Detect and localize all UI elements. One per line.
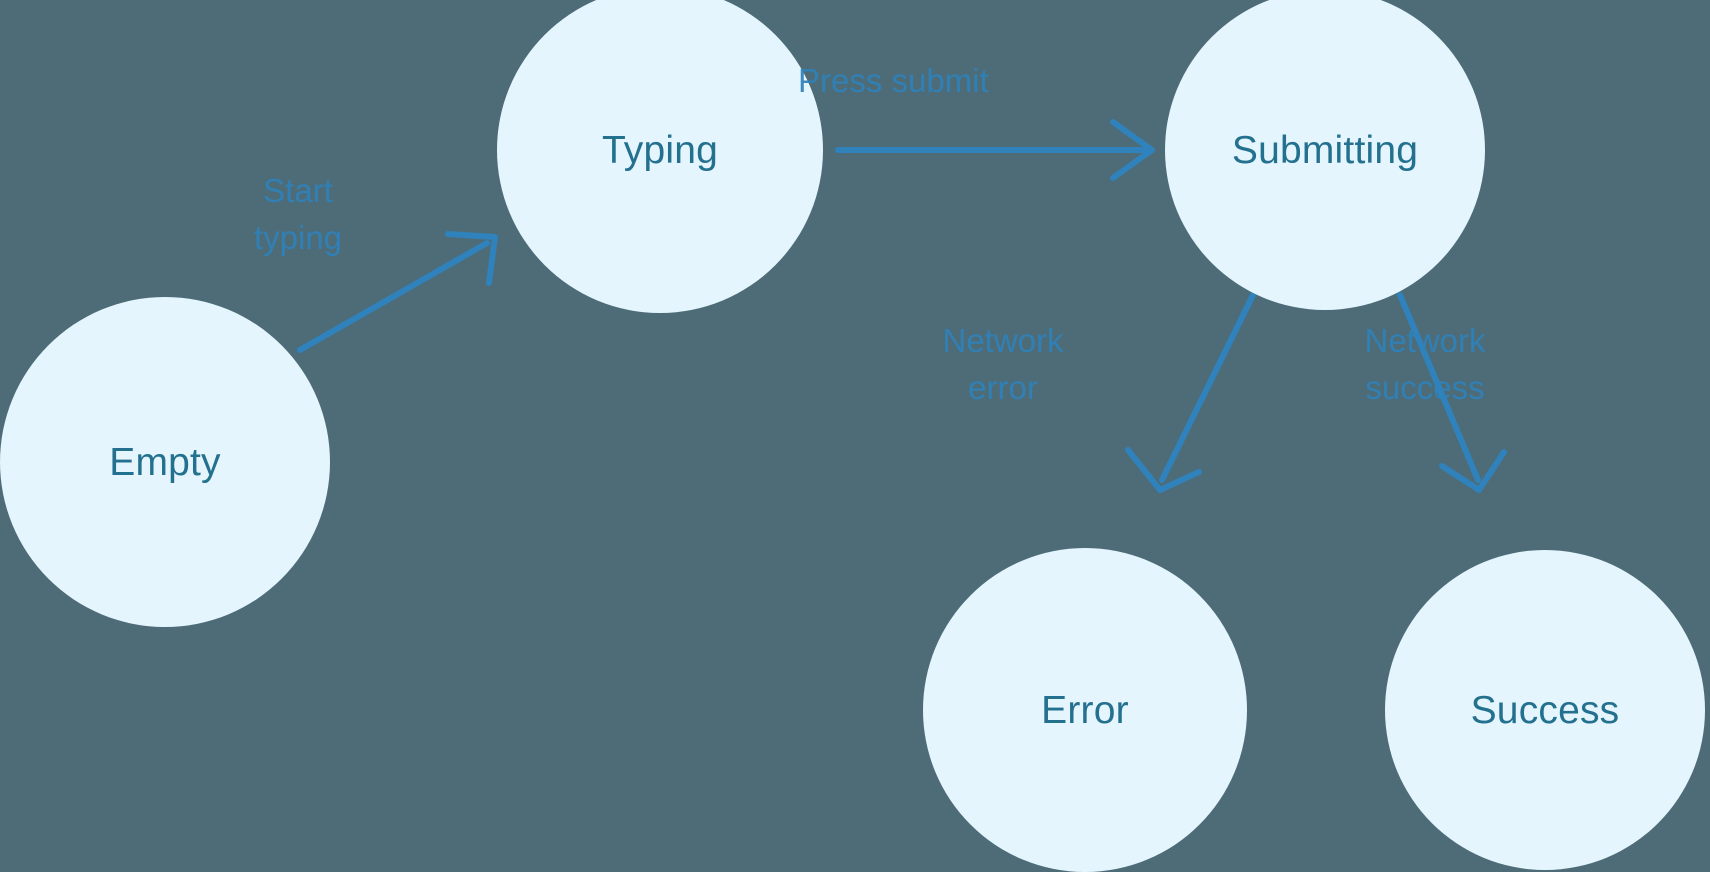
state-node-success[interactable]: Success <box>1385 550 1705 870</box>
edge-submitting-to-success <box>1397 292 1507 493</box>
edge-submitting-to-error <box>1125 292 1256 493</box>
state-node-success-label: Success <box>1470 688 1620 732</box>
state-node-submitting-label: Submitting <box>1231 128 1419 172</box>
state-node-error[interactable]: Error <box>923 548 1247 872</box>
state-node-typing[interactable]: Typing <box>497 0 823 313</box>
state-node-empty-label: Empty <box>109 440 221 484</box>
edge-label-network-success: Network success <box>1364 322 1486 406</box>
state-node-submitting[interactable]: Submitting <box>1165 0 1485 310</box>
edge-empty-to-typing <box>297 231 498 353</box>
edge-label-network-error: Network error <box>942 322 1064 406</box>
state-node-typing-label: Typing <box>601 128 719 172</box>
edge-typing-to-submitting <box>835 119 1155 181</box>
edge-label-start-typing: Start typing <box>253 172 343 256</box>
state-node-error-label: Error <box>1041 688 1129 732</box>
edge-label-press-submit: Press submit <box>798 62 989 99</box>
state-node-empty[interactable]: Empty <box>0 297 330 627</box>
